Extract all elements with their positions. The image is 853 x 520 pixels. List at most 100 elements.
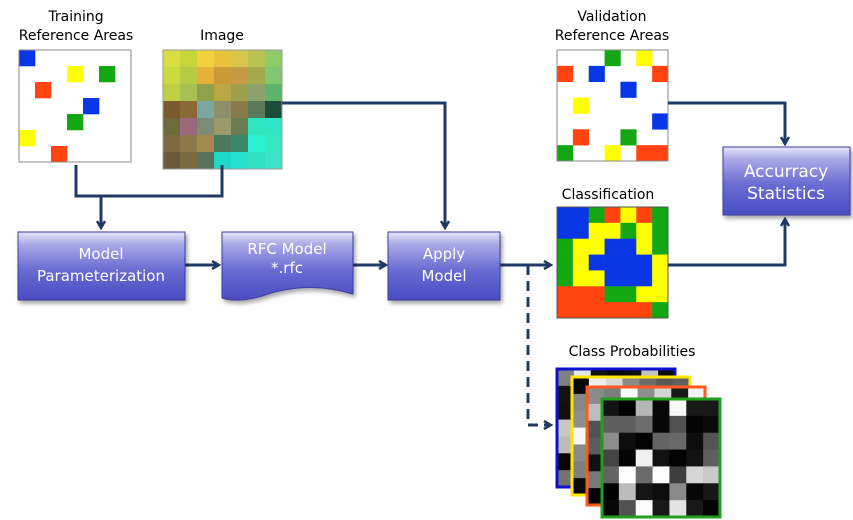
grid-cell	[686, 466, 704, 484]
grid-cell	[588, 207, 605, 224]
grid-border	[556, 49, 669, 162]
grid-cell	[588, 270, 605, 287]
grid-cell	[197, 50, 215, 68]
grid-cell	[618, 466, 637, 484]
grid-cell	[686, 432, 704, 450]
grid-cell	[265, 101, 283, 119]
grid-cell	[618, 415, 637, 434]
grid-cell	[557, 207, 574, 224]
grid-cell	[636, 286, 653, 303]
grid-cell	[231, 118, 249, 136]
grid-cell	[83, 98, 100, 115]
grid-cell	[163, 50, 181, 68]
grid-cell	[163, 84, 181, 102]
grid-cell	[163, 152, 181, 170]
dashed-arrow-to-class-probabilities	[526, 265, 550, 425]
grid-cell	[587, 454, 605, 472]
accuracy-statistics-box: Accurracy Statistics	[722, 146, 851, 216]
grid-cell	[588, 286, 605, 303]
class-probabilities-label: Class Probabilities	[569, 344, 696, 360]
grid-cell	[572, 222, 590, 240]
grid-cell	[557, 270, 574, 287]
grid-cell	[572, 270, 590, 287]
grid-cell	[572, 254, 590, 271]
grid-cell	[587, 471, 605, 489]
grid-cell	[635, 415, 653, 434]
grid-cell	[572, 377, 590, 395]
grid-cell	[618, 483, 637, 501]
grid-cell	[557, 302, 574, 319]
grid-cell	[231, 50, 249, 68]
grid-cell	[604, 222, 621, 240]
grid-cell	[572, 302, 590, 319]
grid-cell	[618, 449, 637, 467]
grid-cell	[587, 437, 605, 455]
apply-model-box: Apply Model	[387, 231, 501, 301]
grid-cell	[652, 302, 669, 319]
grid-cell	[620, 238, 637, 255]
grid-cell	[248, 50, 266, 68]
grid-cell	[572, 97, 590, 114]
grid-cell	[602, 466, 620, 484]
grid-cell	[635, 483, 653, 501]
grid-cell	[618, 399, 637, 417]
grid-cell	[214, 101, 232, 119]
grid-cell	[652, 270, 669, 287]
grid-cell	[180, 84, 198, 102]
grid-cell	[686, 399, 704, 417]
grid-cell	[180, 50, 198, 68]
grid-cell	[604, 145, 621, 162]
grid-cell	[197, 135, 215, 153]
grid-cell	[686, 500, 704, 518]
grid-cell	[572, 393, 590, 412]
grid-cell	[686, 483, 704, 501]
grid-cell	[587, 387, 605, 405]
grid-cell	[265, 67, 283, 85]
grid-cell	[635, 466, 653, 484]
grid-cell	[669, 500, 687, 518]
grid-cell	[557, 402, 575, 420]
grid-cell	[588, 222, 605, 240]
grid-cell	[652, 432, 670, 450]
grid-cell	[703, 500, 721, 518]
grid-cell	[214, 135, 232, 153]
grid-cell	[652, 466, 670, 484]
grid-cell	[572, 478, 590, 496]
grid-cell	[636, 207, 653, 224]
grid-cell	[636, 302, 653, 319]
grid-cell	[604, 207, 621, 224]
grid-cell	[19, 130, 36, 147]
grid-cell	[636, 238, 653, 255]
accuracy-statistics-line2: Statistics	[747, 184, 825, 204]
grid-cell	[557, 222, 574, 240]
grid-cell	[602, 483, 620, 501]
grid-cell	[652, 65, 669, 83]
grid-cell	[620, 286, 637, 303]
grid-cell	[557, 254, 574, 271]
grid-cell	[67, 66, 84, 83]
grid-cell	[604, 286, 621, 303]
grid-cell	[557, 369, 575, 387]
grid-cell	[620, 302, 637, 319]
arrow-validation-to-accuracy	[668, 101, 785, 143]
grid-cell	[703, 466, 721, 484]
rfc-model-line1: RFC Model	[247, 240, 326, 258]
grid-cell	[557, 385, 575, 404]
grid-cell	[67, 114, 84, 131]
grid-cell	[214, 67, 232, 85]
grid-cell	[604, 270, 621, 287]
class-probabilities-stack	[555, 367, 722, 519]
accuracy-statistics-line1: Accurracy	[744, 162, 828, 182]
grid-cell	[557, 419, 575, 437]
classification-label: Classification	[562, 187, 655, 203]
grid-cell	[265, 118, 283, 136]
grid-cell	[231, 135, 249, 153]
grid-cell	[231, 152, 249, 170]
grid-cell	[669, 449, 687, 467]
grid-cell	[588, 65, 605, 83]
grid-cell	[703, 399, 721, 417]
connectors	[74, 101, 785, 425]
grid-cell	[214, 152, 232, 170]
grid-cell	[602, 399, 620, 417]
grid-cell	[163, 67, 181, 85]
